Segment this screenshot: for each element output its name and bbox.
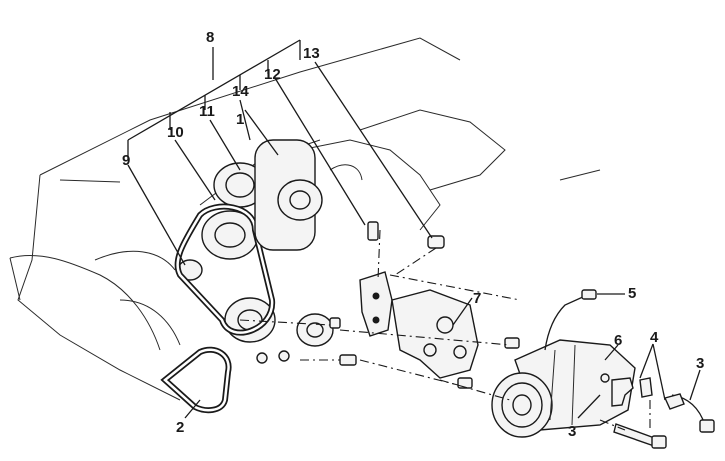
ac-compressor — [491, 289, 636, 438]
callout-5: 5 — [628, 285, 636, 302]
drive-belt-loose — [160, 346, 232, 414]
callout-4: 4 — [650, 329, 659, 346]
callout-7: 7 — [473, 290, 481, 307]
callout-labels: 8 13 12 14 11 1 10 9 5 7 6 4 3 3 2 — [122, 29, 704, 440]
callout-3-left: 3 — [568, 423, 576, 440]
callout-3-right: 3 — [696, 355, 704, 372]
engine-body-outline — [9, 37, 601, 401]
compressor-mounting-bracket — [391, 289, 479, 379]
callout-13: 13 — [303, 45, 320, 62]
callout-10: 10 — [167, 124, 184, 141]
callout-9: 9 — [122, 152, 130, 169]
callout-1: 1 — [236, 111, 244, 128]
callout-6: 6 — [614, 332, 622, 349]
fasteners — [256, 221, 520, 389]
callout-14: 14 — [232, 83, 249, 100]
hose-fittings — [600, 373, 715, 449]
tensioner-bracket — [359, 271, 393, 337]
engine-pulley-assembly — [174, 139, 334, 347]
callout-8: 8 — [206, 29, 214, 46]
callout-2: 2 — [176, 419, 184, 436]
callout-11: 11 — [199, 103, 215, 120]
leader-lines — [127, 39, 701, 432]
callout-12: 12 — [264, 66, 281, 83]
